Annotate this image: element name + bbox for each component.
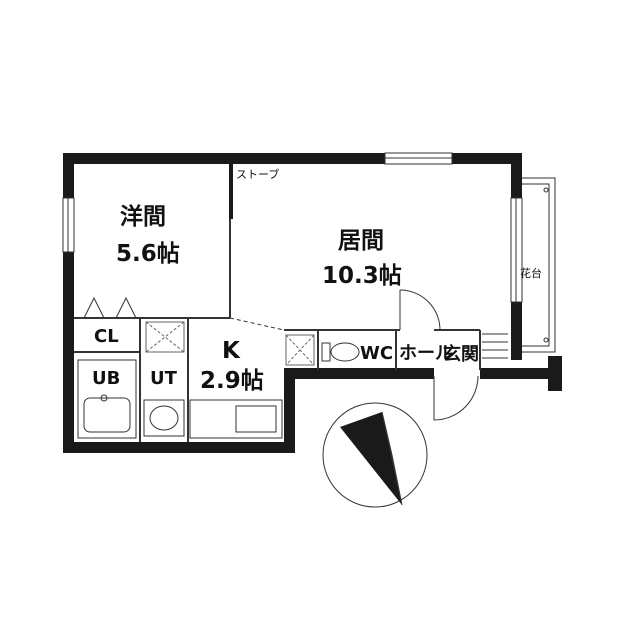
windows [62,152,523,303]
flower-stand-label: 花台 [520,266,542,280]
toilet-name: WC [360,343,393,364]
western-room-name: 洋間 [120,203,166,230]
utility-name: UT [150,368,178,389]
hall-name: ホール [399,343,453,364]
storage-boxes [145,321,315,366]
kitchen-counter [189,399,283,439]
toilet-icon [321,342,360,362]
living-room-size: 10.3帖 [322,263,402,289]
interior-walls [74,164,481,442]
outer-walls [63,153,562,453]
living-room-name: 居間 [338,228,384,254]
western-room-size: 5.6帖 [116,241,180,267]
bathtub-icon [77,359,137,439]
kitchen-size: 2.9帖 [200,368,264,394]
washbasin-icon [143,399,185,437]
stove-wall [229,164,233,219]
stove-label: ストーブ [236,167,279,181]
flower-stand [522,177,556,353]
kitchen-name: K [222,338,241,364]
north-arrow-icon [322,402,428,508]
bath-name: UB [92,368,120,389]
closet-name: CL [94,326,119,347]
entrance-steps [482,333,508,359]
entrance-name: 玄関 [443,343,479,365]
doors [83,289,479,421]
